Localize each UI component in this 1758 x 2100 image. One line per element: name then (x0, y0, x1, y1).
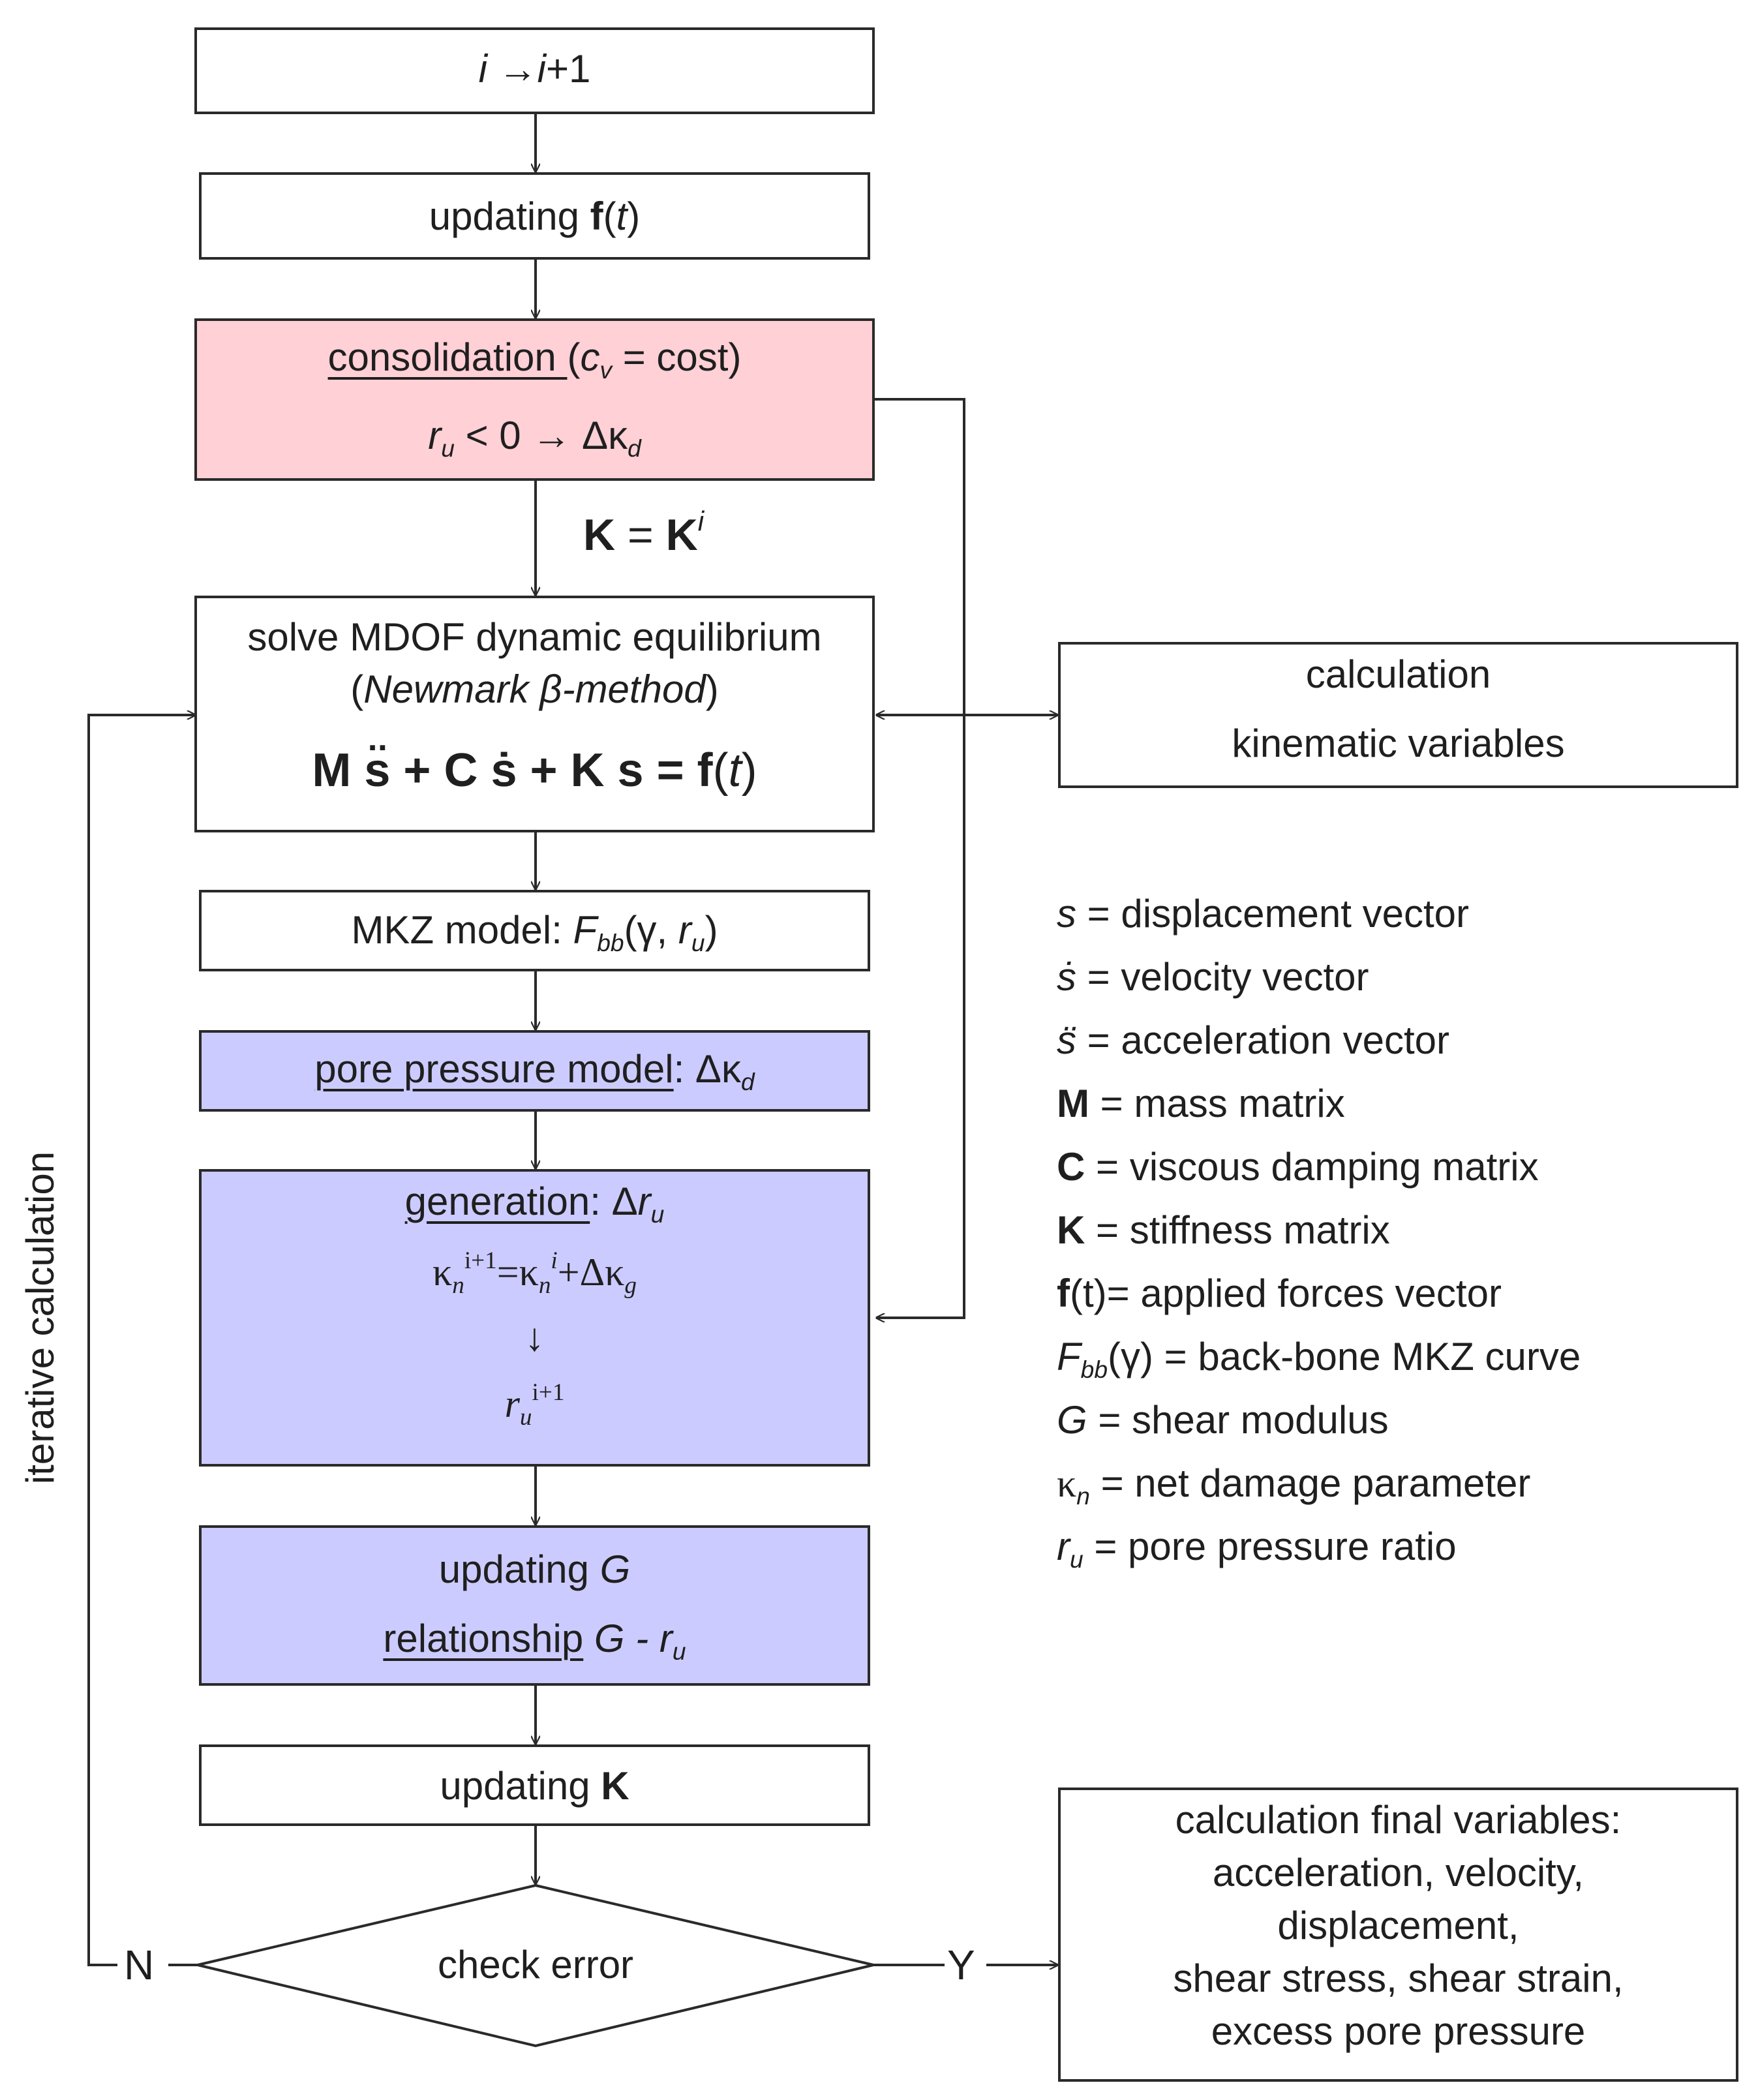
legend-item: C = viscous damping matrix (1057, 1145, 1539, 1189)
update-g-label: updating G (438, 1547, 631, 1591)
final-line-4: shear stress, shear strain, (1173, 1956, 1624, 2000)
check-error-diamond (197, 1883, 874, 2048)
update-forces-label: updating f(t) (429, 194, 641, 238)
legend-item: M = mass matrix (1057, 1082, 1345, 1125)
legend-item: K = stiffness matrix (1057, 1208, 1390, 1252)
pore-pressure-model-box: pore pressure model: Δκd (199, 1030, 870, 1112)
arrow-consolidation-to-generation (875, 398, 965, 1318)
final-line-5: excess pore pressure (1211, 2009, 1586, 2053)
legend-item: G = shear modulus (1057, 1398, 1389, 1442)
no-branch-label: N (124, 1941, 155, 1988)
mkz-model-label: MKZ model: Fbb(γ, ru) (351, 908, 718, 956)
pore-ratio-next: rui+1 (504, 1378, 565, 1431)
consolidation-condition: ru < 0 → Δκd (428, 414, 641, 462)
iteration-step-label: i →i+1 (478, 47, 591, 91)
solve-title: solve MDOF dynamic equilibrium (247, 615, 822, 659)
check-error-label: check error (437, 1943, 634, 1986)
iteration-step-box: i →i+1 (194, 27, 875, 114)
pore-pressure-model-label: pore pressure model: Δκd (314, 1047, 755, 1095)
equation-of-motion: M s̈ + C ṡ + K s = f(t) (312, 744, 757, 797)
update-shear-modulus-box: updating G relationship G - ru (199, 1525, 870, 1686)
final-variables-box: calculation final variables: acceleratio… (1058, 1788, 1738, 2082)
final-line-1: calculation final variables: (1175, 1798, 1622, 1842)
yes-branch-label: Y (947, 1941, 975, 1988)
mkz-model-box: MKZ model: Fbb(γ, ru) (199, 890, 870, 971)
consolidation-title: consolidation (cv = cost) (327, 335, 742, 384)
legend-item: s = displacement vector (1057, 892, 1469, 936)
legend-item: Fbb(γ) = back-bone MKZ curve (1057, 1335, 1581, 1383)
legend-item: ru = pore pressure ratio (1057, 1525, 1457, 1573)
update-stiffness-box: updating K (199, 1744, 870, 1826)
solve-equilibrium-box: solve MDOF dynamic equilibrium (Newmark … (194, 596, 875, 832)
damage-update-equation: κni+1=κni+Δκg (432, 1247, 637, 1299)
update-forces-box: updating f(t) (199, 172, 870, 260)
final-line-3: displacement, (1277, 1904, 1519, 1947)
down-arrow-glyph: ↓ (524, 1316, 545, 1359)
stiffness-assignment: K = Ki (583, 506, 705, 560)
kinematic-line-1: calculation (1305, 652, 1491, 696)
kinematic-line-2: kinematic variables (1232, 722, 1565, 765)
legend-item: κn = net damage parameter (1057, 1461, 1531, 1510)
legend-item: s̈ = acceleration vector (1057, 1018, 1449, 1062)
solve-method: (Newmark β-method) (350, 667, 719, 711)
arrow-no-loop (87, 715, 196, 1966)
iterative-calculation-label: iterative calculation (18, 1151, 62, 1485)
final-line-2: acceleration, velocity, (1212, 1851, 1584, 1895)
generation-box: generation: Δru κni+1=κni+Δκg ↓ rui+1 (199, 1169, 870, 1467)
kinematic-variables-box: calculation kinematic variables (1058, 642, 1738, 788)
generation-title: generation: Δru (404, 1179, 665, 1228)
legend-item: ṡ = velocity vector (1057, 955, 1369, 999)
update-k-label: updating K (440, 1764, 629, 1808)
g-ru-relationship: relationship G - ru (383, 1617, 686, 1665)
consolidation-box: consolidation (cv = cost) ru < 0 → Δκd (194, 318, 875, 481)
legend-item: f(t)= applied forces vector (1057, 1271, 1502, 1315)
